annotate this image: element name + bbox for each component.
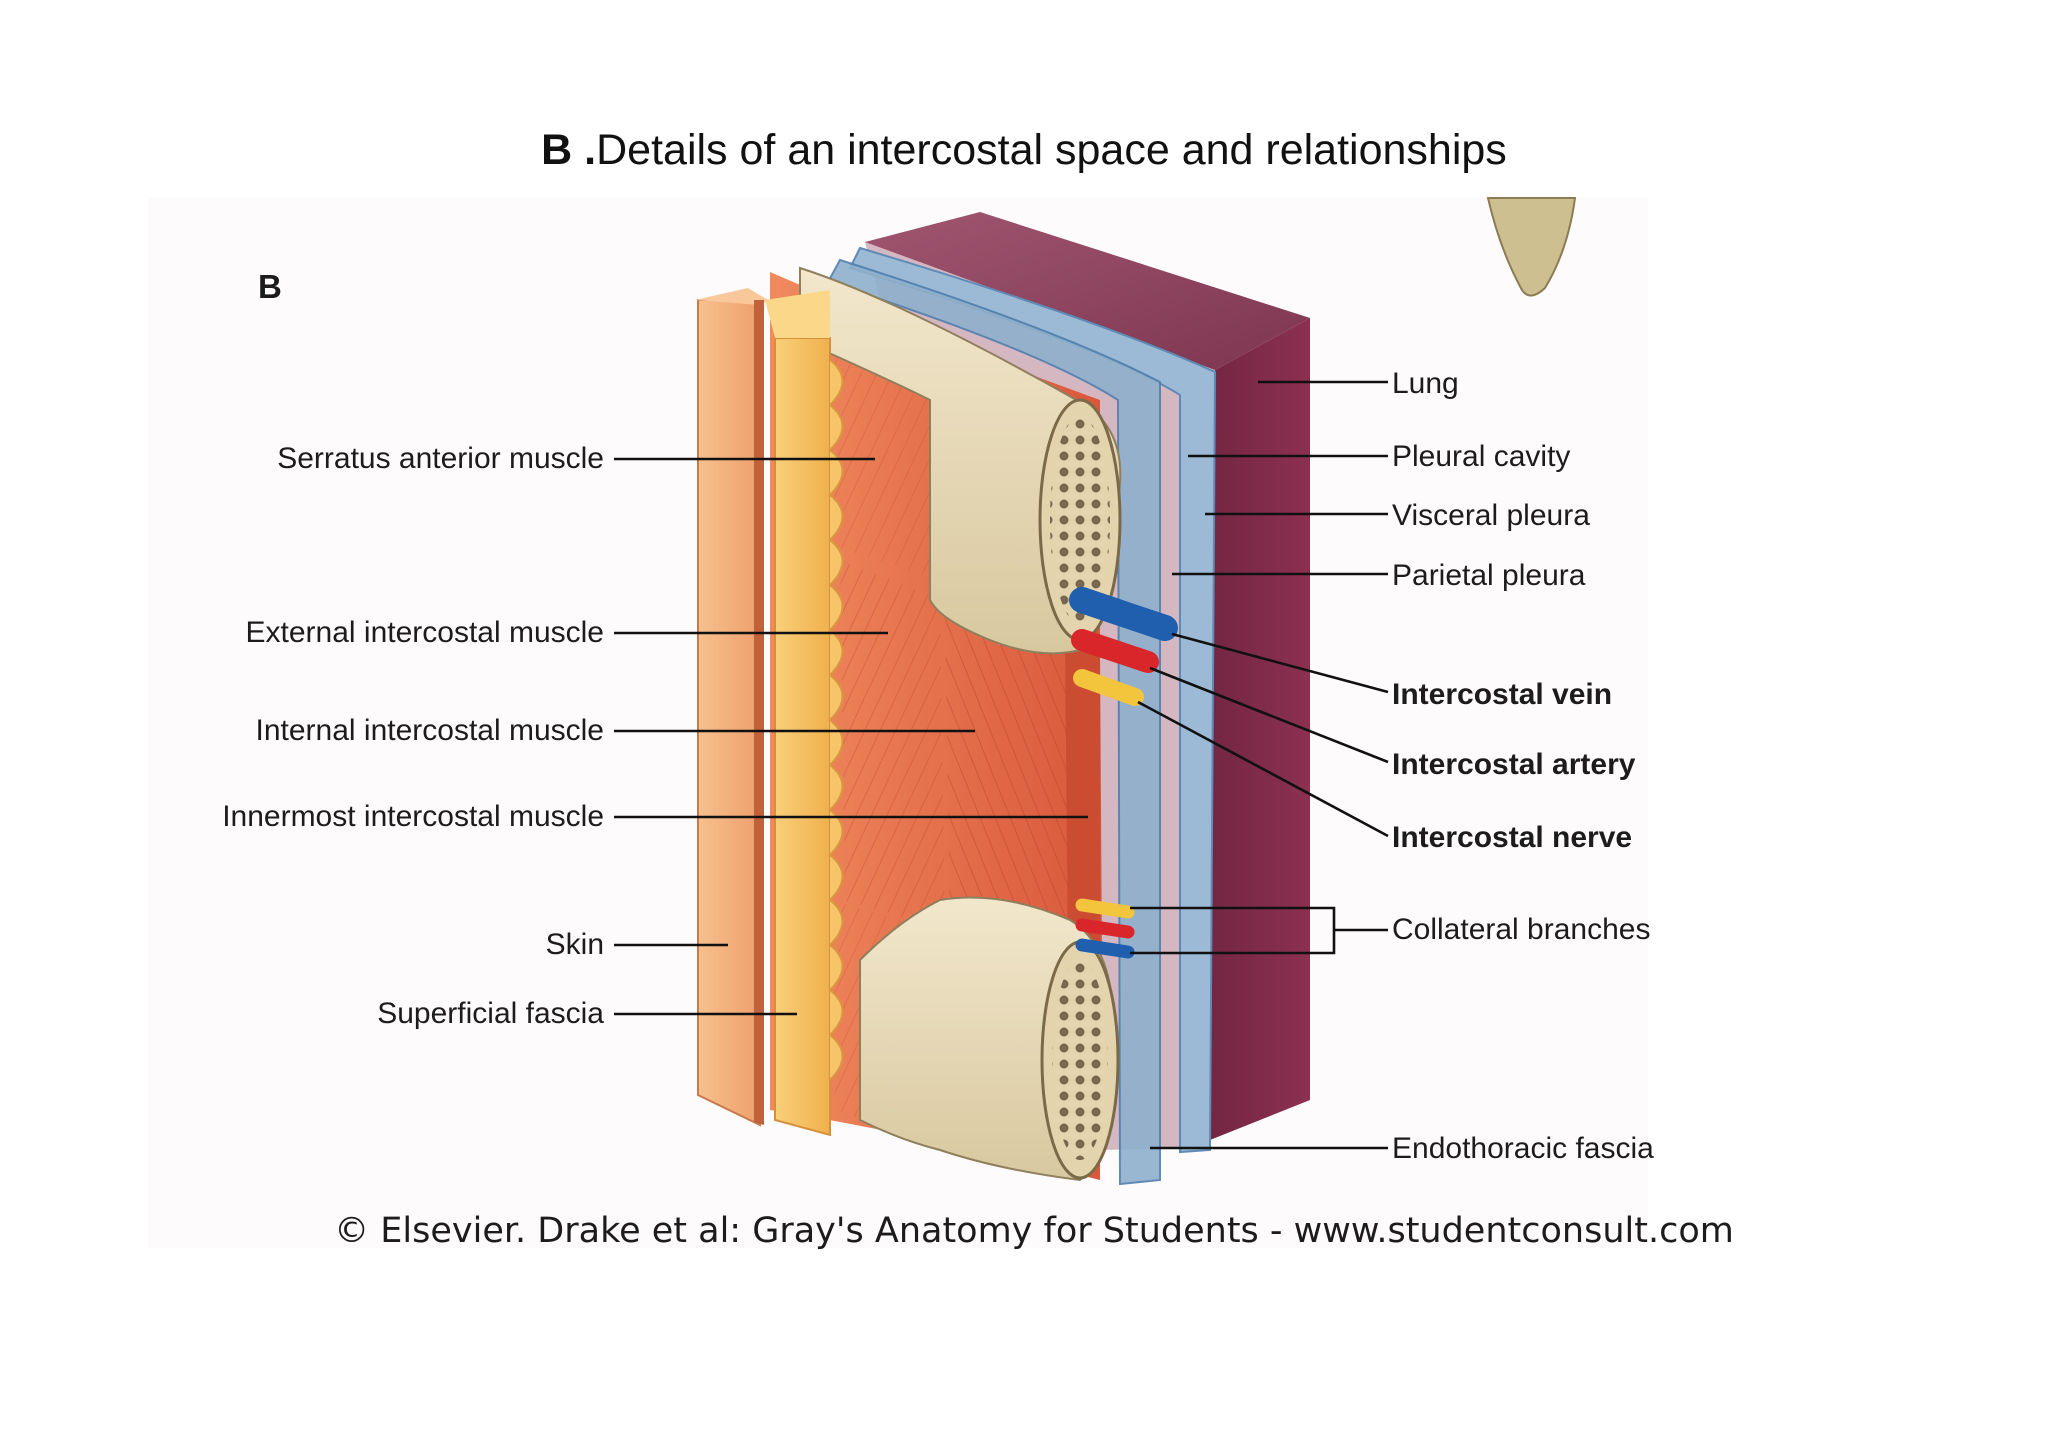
fascia-top [765, 290, 830, 338]
label-pleural-cavity: Pleural cavity [1392, 440, 1570, 473]
ribs [799, 266, 1122, 1182]
innermost-intercostal-strip [1065, 640, 1102, 960]
fat-lobules [828, 359, 844, 1081]
upper-rib-marrow [1050, 416, 1110, 624]
skin-layer [695, 288, 768, 1127]
label-collateral-branches: Collateral branches [1392, 913, 1650, 946]
label-skin: Skin [546, 928, 604, 961]
superficial-fascia-layer [765, 290, 844, 1137]
label-internal-intercostal: Internal intercostal muscle [256, 714, 605, 747]
leader-intercostal-artery [1149, 666, 1389, 764]
skin-top [695, 288, 768, 305]
label-serratus-anterior: Serratus anterior muscle [277, 442, 604, 475]
neurovascular-bundle [1069, 587, 1178, 959]
collateral-artery-fiber [1075, 918, 1135, 939]
lung-top-face [865, 212, 1310, 370]
label-superficial-fascia: Superficial fascia [377, 997, 604, 1030]
leader-intercostal-nerve [1137, 700, 1389, 838]
intercostal-vein-vessel [1069, 587, 1178, 641]
lower-rib-marrow [1052, 960, 1108, 1160]
label-intercostal-artery: Intercostal artery [1392, 748, 1636, 781]
collateral-nerve-fiber [1075, 898, 1135, 919]
slide-title: B .Details of an intercostal space and r… [0, 126, 2048, 175]
copyright-credit: © Elsevier. Drake et al: Gray's Anatomy … [334, 1211, 1734, 1251]
pleura-layers [826, 246, 1217, 1186]
label-lung: Lung [1392, 367, 1459, 400]
left-labels: Serratus anterior muscle External interc… [222, 442, 1088, 1030]
collateral-bracket [1130, 906, 1388, 955]
label-intercostal-nerve: Intercostal nerve [1392, 821, 1632, 854]
intercostal-artery-vessel [1071, 629, 1159, 673]
skin-front [697, 299, 761, 1127]
panel-letter: B [258, 268, 282, 305]
rib-fragment [1486, 197, 1577, 297]
label-innermost-intercostal: Innermost intercostal muscle [222, 800, 604, 833]
fascia-front [774, 337, 831, 1137]
title-prefix: B . [541, 126, 597, 174]
skin-edge [754, 300, 764, 1125]
label-visceral-pleura: Visceral pleura [1392, 499, 1590, 532]
right-labels: Lung Pleural cavity Visceral pleura Pari… [1130, 367, 1654, 1165]
lung-front-face [1190, 318, 1310, 1148]
collateral-vein-fiber [1075, 938, 1135, 959]
label-intercostal-vein: Intercostal vein [1392, 678, 1612, 711]
leader-intercostal-vein [1171, 632, 1389, 694]
parietal-pleura-layer [826, 258, 1161, 1186]
label-external-intercostal: External intercostal muscle [246, 616, 604, 649]
label-endothoracic-fascia: Endothoracic fascia [1392, 1132, 1654, 1165]
internal-intercostal-fibers [945, 600, 1070, 960]
title-text: Details of an intercostal space and rela… [596, 126, 1507, 174]
intercostal-nerve-fiber [1073, 669, 1144, 706]
external-intercostal-fibers [840, 560, 945, 930]
label-parietal-pleura: Parietal pleura [1392, 559, 1586, 592]
